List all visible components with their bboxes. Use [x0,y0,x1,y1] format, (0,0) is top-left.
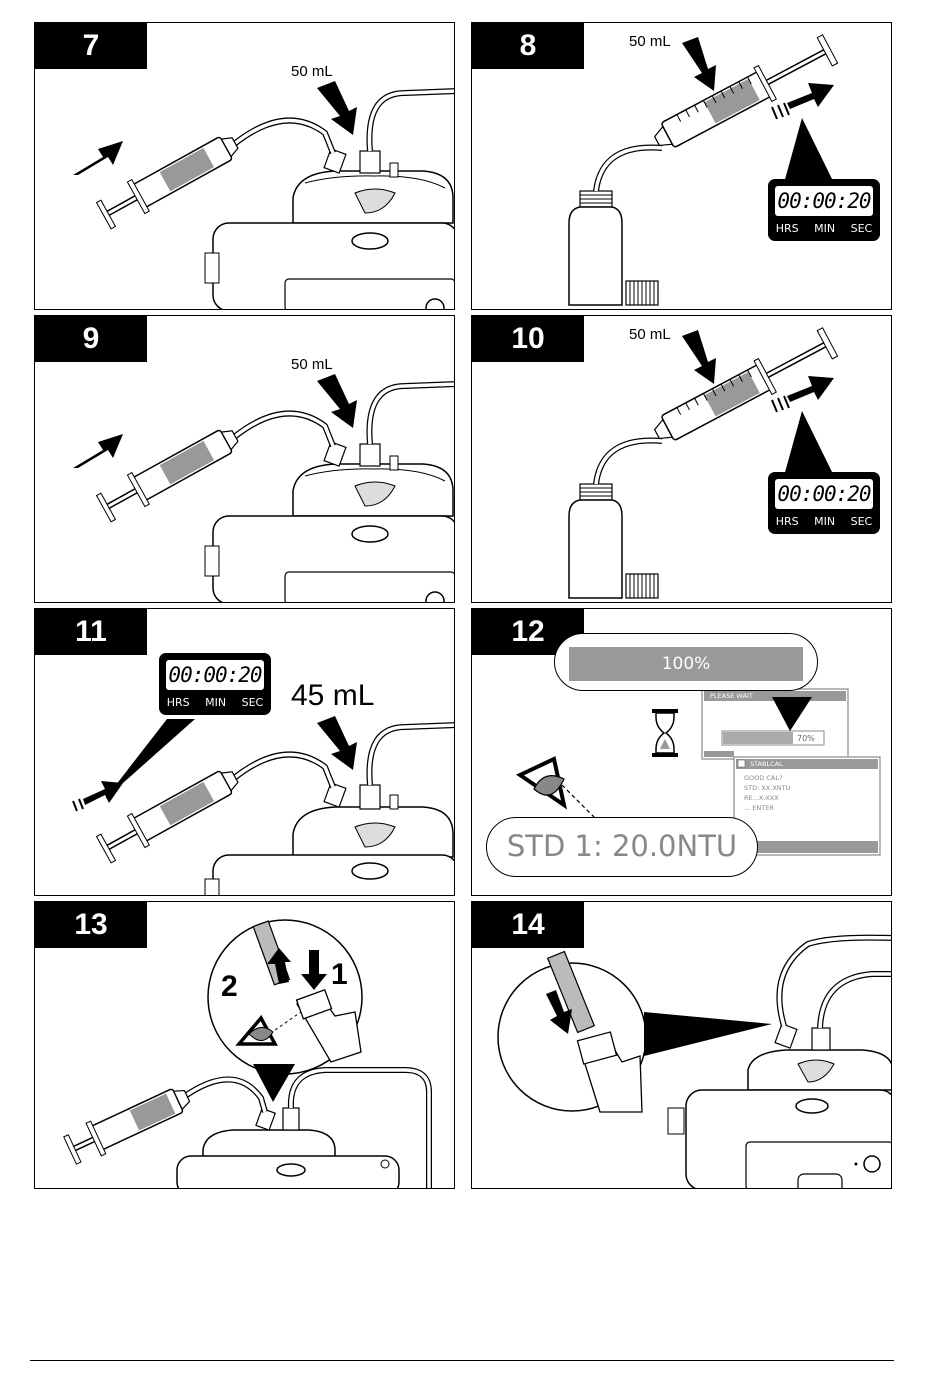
screen-title: STABLCAL [750,760,783,768]
volume-label: 50 mL [629,33,671,50]
step-number: 10 [472,316,584,362]
bottle [569,484,658,598]
step-number: 8 [472,23,584,69]
arrow-icon [73,141,123,175]
timer-min-label: MIN [205,696,226,709]
panel-step-12: 12 PLEASE WAIT 70% STABLCAL GOOD CAL? ST… [471,608,892,896]
arrow-icon [317,716,357,770]
panel-step-14: 14 [471,901,892,1189]
timer-digits: 00:00:20 [775,186,873,216]
timer-display: 00:00:20 HRS MIN SEC [768,472,880,534]
syringe [95,761,244,865]
action-label-up: 2 [221,970,238,1004]
volume-label: 50 mL [629,326,671,343]
screen-line: ... ENTER [744,804,774,812]
bottle [569,191,658,305]
panel-step-9: 9 50 mL [34,315,455,603]
std-readout-callout: STD 1: 20.0NTU [486,817,758,877]
hourglass-icon [652,709,678,757]
progress-percent-full: 100% [569,647,803,681]
footer-rule [30,1360,894,1361]
timer-hrs-label: HRS [776,222,799,235]
progress-percent-partial: 70% [797,734,815,743]
instrument [177,1108,399,1189]
step-number: 11 [35,609,147,655]
syringe [62,1080,194,1167]
timer-hrs-label: HRS [167,696,190,709]
timer-display: 00:00:20 HRS MIN SEC [768,179,880,241]
timer-display: 00:00:20 HRS MIN SEC [159,653,271,715]
panel-step-13: 13 2 1 [34,901,455,1189]
arrow-icon [73,434,123,468]
step-number: 13 [35,902,147,948]
volume-label: 50 mL [291,356,333,373]
panel-step-11: 11 45 mL 00:00:20 HRS MIN SEC [34,608,455,896]
timer-sec-label: SEC [851,515,873,528]
step-number: 14 [472,902,584,948]
screen-line: GOOD CAL? [744,774,782,782]
timer-min-label: MIN [814,222,835,235]
screen-line: RE...X.XXX [744,794,779,802]
arrow-icon [83,781,123,805]
progress-fill-partial [723,732,793,744]
arrow-icon [682,330,716,384]
arrow-icon [317,374,357,428]
panel-step-8: 8 50 mL 00:00:20 HRS MIN SEC [471,22,892,310]
step-number: 7 [35,23,147,69]
progress-callout: 100% [554,633,818,691]
std-readout: STD 1: 20.0NTU [487,818,757,874]
instrument [205,149,455,310]
timer-min-label: MIN [814,515,835,528]
arrow-icon [787,83,834,109]
volume-label: 45 mL [291,679,374,713]
screen-line: STD: XX.XNTU [744,784,790,792]
action-label-down: 1 [331,958,348,992]
timer-digits: 00:00:20 [166,660,264,690]
instrument [205,783,455,896]
screen-title: PLEASE WAIT [710,692,753,700]
eye-icon [520,759,564,805]
volume-label: 50 mL [291,63,333,80]
step-number: 9 [35,316,147,362]
timer-hrs-label: HRS [776,515,799,528]
arrow-icon [787,376,834,402]
timer-sec-label: SEC [242,696,264,709]
panel-step-7: 7 50 mL [34,22,455,310]
arrow-icon [682,37,716,91]
arrow-icon [317,81,357,135]
panel-step-10: 10 50 mL 00:00:20 HRS MIN SEC [471,315,892,603]
timer-digits: 00:00:20 [775,479,873,509]
instrument [668,1024,892,1189]
timer-sec-label: SEC [851,222,873,235]
instrument [205,442,455,603]
